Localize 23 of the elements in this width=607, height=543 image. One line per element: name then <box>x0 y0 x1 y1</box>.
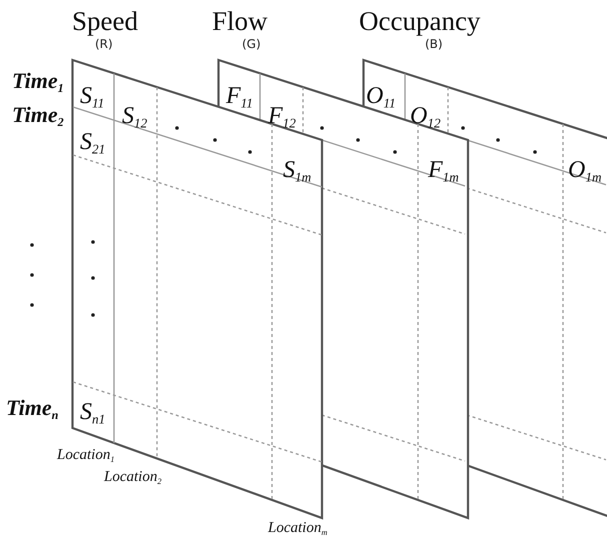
sheet-title: Speed <box>72 8 138 35</box>
sheet-title: Occupancy <box>359 8 480 35</box>
cell-label: O$_{12}$ <box>410 104 441 130</box>
cell-label: S$_{21}$ <box>80 130 106 156</box>
column-label: Location$_{1}$ <box>57 448 114 464</box>
channel-label: (G) <box>242 38 261 50</box>
row-label: Time$_{n}$ <box>6 397 58 422</box>
row-label: Time$_{1}$ <box>12 70 64 94</box>
cell-label: S$_{n1}$ <box>80 400 106 426</box>
cell-label: O$_{11}$ <box>366 84 396 110</box>
cell-label: S$_{1m}$ <box>283 158 312 184</box>
cell-label: F$_{1m}$ <box>428 158 459 184</box>
cell-label: F$_{11}$ <box>226 84 253 110</box>
cell-label: O$_{1m}$ <box>568 158 602 184</box>
channel-label: (R) <box>95 38 113 50</box>
cell-label: F$_{12}$ <box>268 104 296 130</box>
column-label: Location$_{m}$ <box>268 521 328 538</box>
column-label: Location$_{2}$ <box>104 470 162 486</box>
row-label: Time$_{2}$ <box>12 104 64 128</box>
cell-label: S$_{11}$ <box>80 84 104 110</box>
sheet-title: Flow <box>212 8 268 35</box>
cell-label: S$_{12}$ <box>122 104 148 130</box>
channel-label: (B) <box>425 38 443 50</box>
